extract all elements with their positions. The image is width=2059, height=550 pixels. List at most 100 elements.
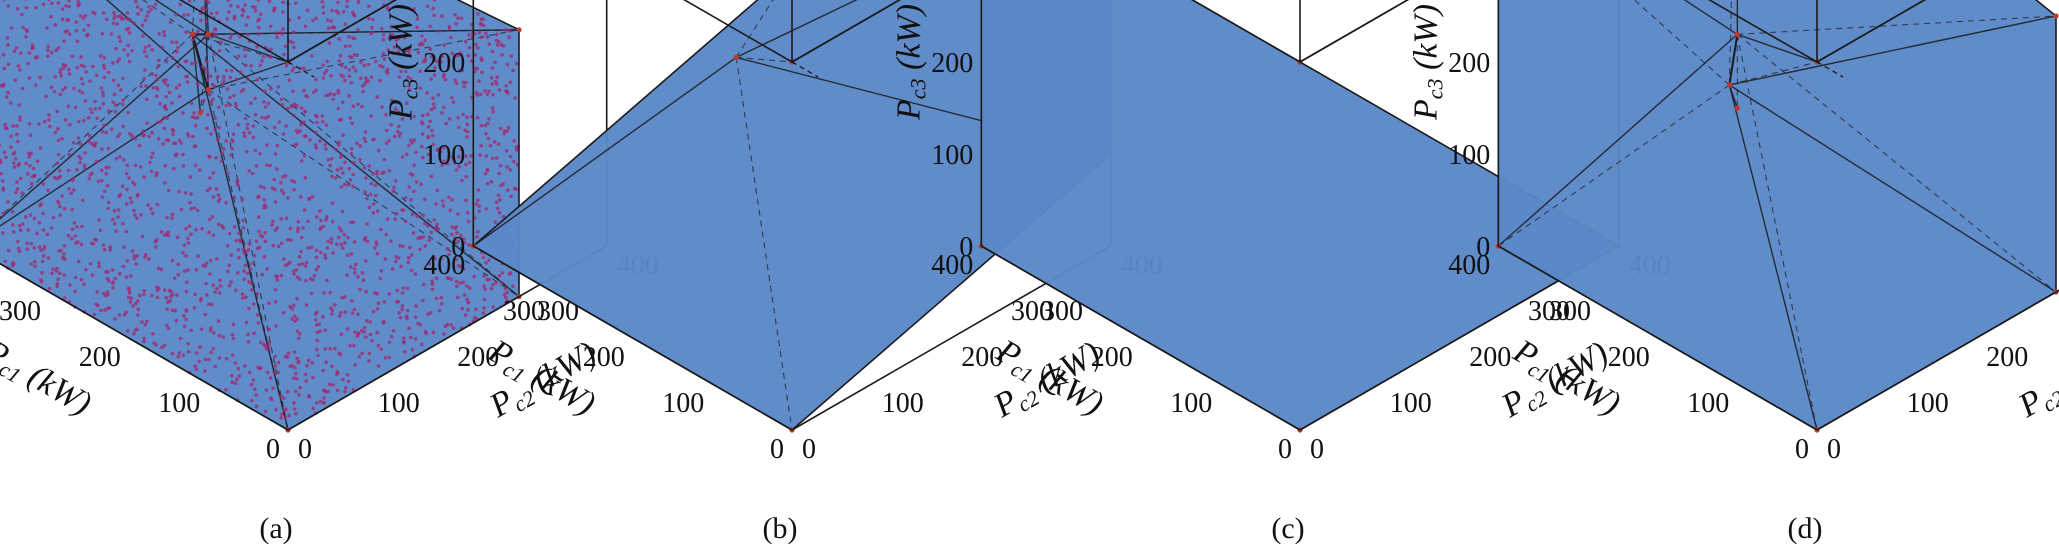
- sample-point: [1, 52, 6, 57]
- sample-point: [185, 74, 189, 79]
- sample-point: [10, 264, 15, 268]
- sample-point: [321, 5, 326, 9]
- sample-point: [217, 291, 222, 295]
- x-tick-label: 400: [931, 250, 973, 281]
- sample-point: [132, 21, 136, 26]
- sample-point: [292, 45, 296, 50]
- sample-point: [284, 216, 289, 221]
- sample-point: [9, 134, 13, 139]
- sample-point: [325, 278, 329, 283]
- sample-point: [477, 79, 481, 83]
- polytope-edge: [0, 89, 209, 227]
- sample-point: [418, 69, 423, 74]
- sample-point: [149, 7, 154, 12]
- sample-point: [490, 156, 495, 161]
- polytope-face: [981, 0, 1619, 430]
- sample-point: [295, 329, 300, 334]
- sample-point: [28, 163, 32, 168]
- sample-point: [400, 291, 405, 295]
- sample-point: [108, 245, 112, 249]
- sample-point: [364, 76, 368, 80]
- sample-point: [313, 77, 318, 82]
- sample-point: [497, 88, 502, 92]
- sample-point: [265, 143, 269, 147]
- sample-point: [205, 71, 209, 75]
- sample-point: [497, 171, 502, 176]
- sample-point: [118, 192, 123, 197]
- polytope-face: [473, 0, 1111, 430]
- sample-point: [343, 310, 348, 314]
- axis-box-right: [1299, 0, 1409, 63]
- sample-point: [404, 101, 409, 105]
- sample-point: [27, 151, 31, 156]
- sample-point: [285, 106, 290, 111]
- sample-point: [479, 17, 484, 22]
- sample-point: [86, 115, 91, 120]
- sample-point: [16, 246, 21, 251]
- sample-point: [263, 230, 267, 235]
- sample-point: [170, 308, 175, 313]
- sample-point: [66, 233, 71, 238]
- sample-point: [337, 59, 342, 63]
- sample-point: [149, 207, 153, 211]
- sample-point: [32, 174, 37, 178]
- sample-point: [47, 113, 51, 117]
- sample-point: [322, 291, 326, 295]
- sample-point: [304, 93, 308, 98]
- sample-point: [309, 291, 314, 296]
- sample-point: [396, 299, 401, 304]
- sample-point: [170, 40, 174, 45]
- sample-point: [125, 163, 130, 168]
- sample-point: [160, 45, 165, 50]
- sample-point: [339, 185, 344, 189]
- sample-point: [419, 342, 424, 347]
- sample-point: [356, 331, 361, 336]
- sample-point: [495, 43, 500, 47]
- sample-point: [291, 30, 296, 34]
- sample-point: [16, 239, 20, 244]
- sample-point: [292, 401, 296, 405]
- sample-point: [88, 262, 93, 266]
- sample-point: [396, 36, 401, 41]
- sample-point: [371, 211, 376, 215]
- sample-point: [294, 411, 298, 416]
- sample-point: [253, 148, 258, 153]
- sample-point: [124, 310, 128, 315]
- z-tick-label: 100: [931, 140, 973, 171]
- sample-point: [234, 238, 238, 243]
- sample-point: [206, 112, 210, 117]
- sample-point: [310, 54, 314, 58]
- sample-point: [128, 300, 133, 304]
- sample-point: [211, 233, 216, 237]
- sample-point: [224, 68, 229, 73]
- sample-point: [159, 267, 164, 272]
- sample-point: [283, 173, 288, 178]
- sample-point: [210, 302, 214, 307]
- z-axis-label-unit: (kW): [382, 4, 419, 79]
- sample-point: [134, 301, 138, 306]
- sample-point: [416, 236, 420, 241]
- sample-point: [468, 286, 472, 291]
- sample-point: [170, 56, 175, 60]
- sample-point: [475, 235, 479, 239]
- sample-point: [477, 204, 482, 208]
- sample-point: [151, 86, 156, 90]
- sample-point: [466, 308, 470, 312]
- sample-point: [122, 158, 126, 162]
- sample-point: [347, 94, 351, 98]
- sample-point: [218, 284, 223, 288]
- x-tick-label: 200: [79, 342, 121, 373]
- sample-point: [73, 234, 78, 238]
- sample-point: [154, 73, 158, 78]
- sample-point: [493, 220, 498, 224]
- sample-point: [415, 25, 419, 30]
- sample-point: [103, 308, 107, 312]
- sample-point: [238, 239, 243, 244]
- sample-point: [281, 0, 285, 5]
- sample-point: [209, 11, 213, 16]
- sample-point: [400, 155, 405, 159]
- sample-point: [413, 337, 418, 341]
- sample-point: [176, 45, 180, 50]
- sample-point: [235, 271, 240, 275]
- sample-point: [386, 6, 390, 10]
